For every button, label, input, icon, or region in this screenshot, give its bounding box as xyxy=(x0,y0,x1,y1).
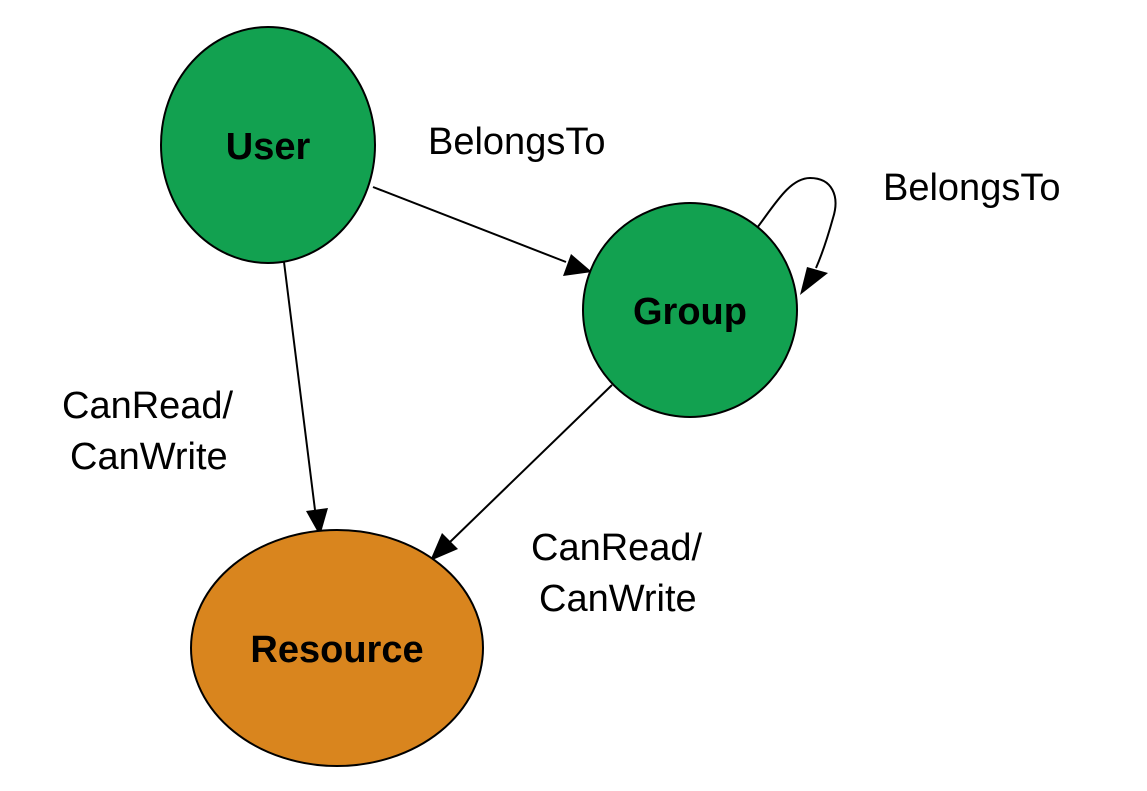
arrowhead xyxy=(563,254,592,276)
edge-label-group-resource-line1: CanRead/ xyxy=(531,527,703,569)
group-node-shape xyxy=(582,202,798,418)
edge-user-to-resource xyxy=(283,261,328,536)
edge-label-user-group: BelongsTo xyxy=(428,121,605,163)
resource-node-shape xyxy=(190,529,484,767)
edge-label-group-self: BelongsTo xyxy=(883,167,1060,209)
group-node-label: Group xyxy=(633,291,747,333)
edge-label-user-resource-line2: CanWrite xyxy=(70,436,228,478)
edge-label-user-resource-line1: CanRead/ xyxy=(62,385,234,427)
edge-label-group-resource-line2: CanWrite xyxy=(539,578,697,620)
arrowhead xyxy=(306,508,328,536)
edge-user-to-group xyxy=(372,186,592,276)
node-user: User xyxy=(160,26,376,264)
arrowhead xyxy=(800,267,828,295)
node-group: Group xyxy=(582,202,798,418)
edge-group-to-resource xyxy=(430,384,613,561)
edge-group-self-loop xyxy=(756,176,837,295)
arrowhead xyxy=(430,533,458,561)
user-node-shape xyxy=(160,26,376,264)
node-resource: Resource xyxy=(190,529,484,767)
user-node-label: User xyxy=(226,126,311,168)
resource-node-label: Resource xyxy=(250,629,423,671)
